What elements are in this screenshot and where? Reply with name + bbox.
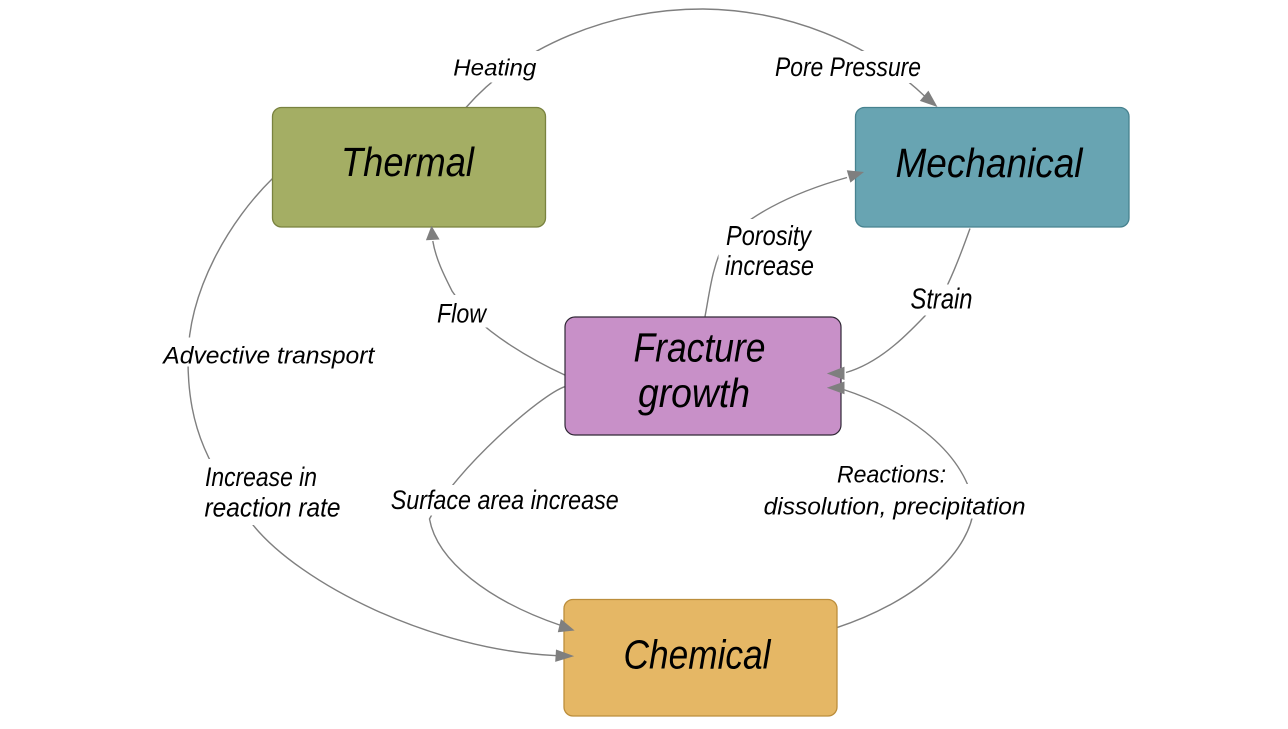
svg-text:Pore Pressure: Pore Pressure (775, 52, 921, 82)
svg-text:Flow: Flow (437, 298, 487, 328)
svg-text:Increase in: Increase in (205, 462, 317, 492)
svg-text:Advective transport: Advective transport (161, 343, 375, 370)
svg-text:Thermal: Thermal (341, 139, 476, 185)
svg-text:Surface area increase: Surface area increase (391, 485, 619, 515)
svg-text:Porosity: Porosity (726, 220, 813, 251)
svg-text:Heating: Heating (453, 55, 536, 81)
svg-text:Fracture: Fracture (634, 325, 766, 371)
svg-text:reaction rate: reaction rate (205, 493, 341, 523)
svg-text:increase: increase (725, 250, 814, 281)
svg-text:Reactions:: Reactions: (837, 462, 946, 489)
svg-text:growth: growth (638, 370, 750, 416)
svg-text:dissolution, precipitation: dissolution, precipitation (764, 494, 1026, 521)
svg-text:Strain: Strain (911, 283, 973, 315)
svg-text:Chemical: Chemical (624, 631, 773, 677)
svg-text:Mechanical: Mechanical (896, 140, 1085, 186)
